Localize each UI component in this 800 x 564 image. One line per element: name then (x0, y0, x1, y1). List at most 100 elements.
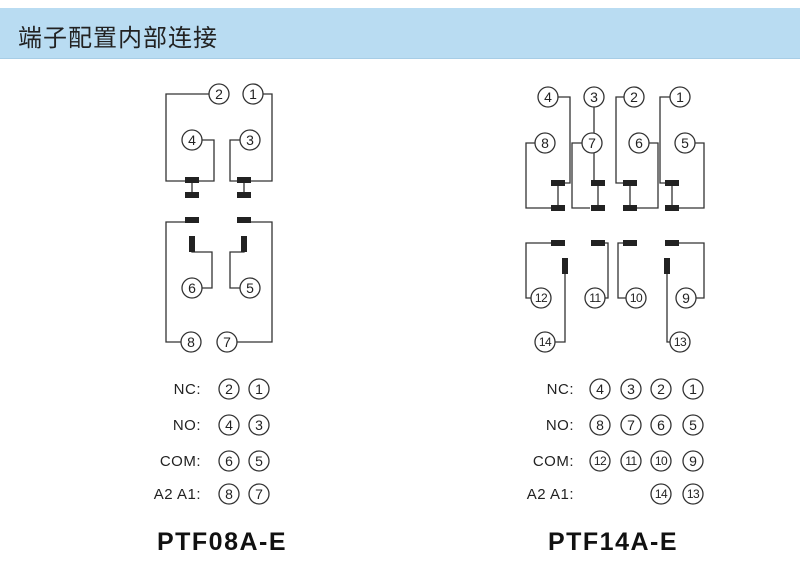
terminal-number: 2 (657, 381, 665, 397)
terminal-number: 11 (625, 454, 637, 468)
contact-pad (591, 180, 605, 186)
terminal-8: 8 (180, 331, 202, 353)
contact-pad (185, 192, 199, 198)
legend-label-no: NO: (173, 417, 201, 434)
ptf14a-terminals: 4 3 2 1 8 7 6 5 12 11 10 9 14 13 (530, 86, 697, 353)
legend-terminal: 5 (682, 414, 704, 436)
terminal-number: 2 (215, 86, 223, 102)
contact-pad (664, 258, 670, 274)
legend-label-no: NO: (546, 417, 574, 434)
terminal-number: 4 (225, 417, 233, 433)
terminal-5: 5 (674, 132, 696, 154)
terminal-number: 4 (188, 132, 196, 148)
legend-label-coil: A2 A1: (154, 486, 201, 503)
legend-terminal: 2 (218, 378, 240, 400)
terminal-number: 1 (249, 86, 257, 102)
legend-terminal: 8 (218, 483, 240, 505)
contact-pad (623, 205, 637, 211)
terminal-number: 13 (674, 335, 687, 349)
section-title: 端子配置内部连接 (18, 24, 218, 52)
terminal-6: 6 (181, 277, 203, 299)
legend-label-nc: NC: (174, 381, 201, 398)
legend-terminal: 9 (682, 450, 704, 472)
terminal-number: 11 (589, 291, 601, 305)
terminal-number: 9 (682, 290, 690, 306)
terminal-number: 7 (223, 334, 231, 350)
terminal-7: 7 (581, 132, 603, 154)
terminal-9: 9 (675, 287, 697, 309)
ptf08a-terminals: 2 1 4 3 6 5 8 7 (180, 83, 264, 353)
terminal-6: 6 (628, 132, 650, 154)
terminal-number: 3 (246, 132, 254, 148)
section-header: 端子配置内部连接 (0, 8, 800, 59)
legend-terminal: 6 (650, 414, 672, 436)
terminal-number: 7 (255, 486, 263, 502)
contact-pad (185, 217, 199, 223)
contact-pad (623, 240, 637, 246)
terminal-number: 7 (588, 135, 596, 151)
terminal-number: 9 (689, 453, 697, 469)
legend-terminal: 13 (682, 483, 704, 505)
contact-pad (551, 180, 565, 186)
ptf08a-wiring (165, 93, 273, 343)
ptf14a-legend: NC: 4 3 2 1 NO: 8 7 6 5 COM: 12 11 10 9 … (527, 378, 704, 505)
legend-terminal: 5 (248, 450, 270, 472)
terminal-number: 6 (225, 453, 233, 469)
legend-terminal: 14 (650, 483, 672, 505)
terminal-number: 2 (630, 89, 638, 105)
legend-terminal: 10 (650, 450, 672, 472)
contact-pad (551, 240, 565, 246)
legend-terminal: 7 (620, 414, 642, 436)
legend-terminal: 11 (620, 450, 642, 472)
contact-pad (665, 240, 679, 246)
terminal-12: 12 (530, 287, 552, 309)
ptf14a-contact-pads (551, 180, 679, 274)
terminal-number: 3 (590, 89, 598, 105)
contact-pad (591, 205, 605, 211)
terminal-number: 5 (255, 453, 263, 469)
terminal-number: 5 (681, 135, 689, 151)
terminal-3: 3 (239, 129, 261, 151)
terminal-number: 12 (594, 454, 607, 468)
terminal-number: 6 (188, 280, 196, 296)
model-name-ptf14a: PTF14A-E (548, 528, 678, 556)
legend-label-com: COM: (533, 453, 574, 470)
model-name-ptf08a: PTF08A-E (157, 528, 287, 556)
terminal-11: 11 (584, 287, 606, 309)
terminal-number: 5 (689, 417, 697, 433)
terminal-number: 2 (225, 381, 233, 397)
contact-pad (665, 180, 679, 186)
terminal-number: 6 (657, 417, 665, 433)
contact-pad (623, 180, 637, 186)
contact-pad (591, 240, 605, 246)
terminal-number: 6 (635, 135, 643, 151)
terminal-2: 2 (623, 86, 645, 108)
terminal-number: 4 (596, 381, 604, 397)
contact-pad (551, 205, 565, 211)
legend-terminal: 8 (589, 414, 611, 436)
terminal-number: 1 (689, 381, 697, 397)
legend-label-com: COM: (160, 453, 201, 470)
terminal-number: 1 (255, 381, 263, 397)
legend-terminal: 7 (248, 483, 270, 505)
ptf14a-wiring (525, 96, 705, 343)
terminal-number: 8 (187, 334, 195, 350)
terminal-4: 4 (181, 129, 203, 151)
ptf08a-contact-pads (185, 177, 251, 252)
terminal-number: 8 (225, 486, 233, 502)
terminal-number: 10 (630, 291, 643, 305)
legend-terminal: 3 (620, 378, 642, 400)
contact-pad (562, 258, 568, 274)
contact-pad (237, 177, 251, 183)
terminal-number: 14 (655, 487, 668, 501)
legend-label-nc: NC: (547, 381, 574, 398)
terminal-4: 4 (537, 86, 559, 108)
terminal-number: 3 (627, 381, 635, 397)
terminal-number: 8 (541, 135, 549, 151)
terminal-number: 13 (687, 487, 700, 501)
terminal-number: 5 (246, 280, 254, 296)
terminal-number: 4 (544, 89, 552, 105)
legend-terminal: 6 (218, 450, 240, 472)
legend-terminal: 4 (589, 378, 611, 400)
terminal-number: 12 (535, 291, 548, 305)
